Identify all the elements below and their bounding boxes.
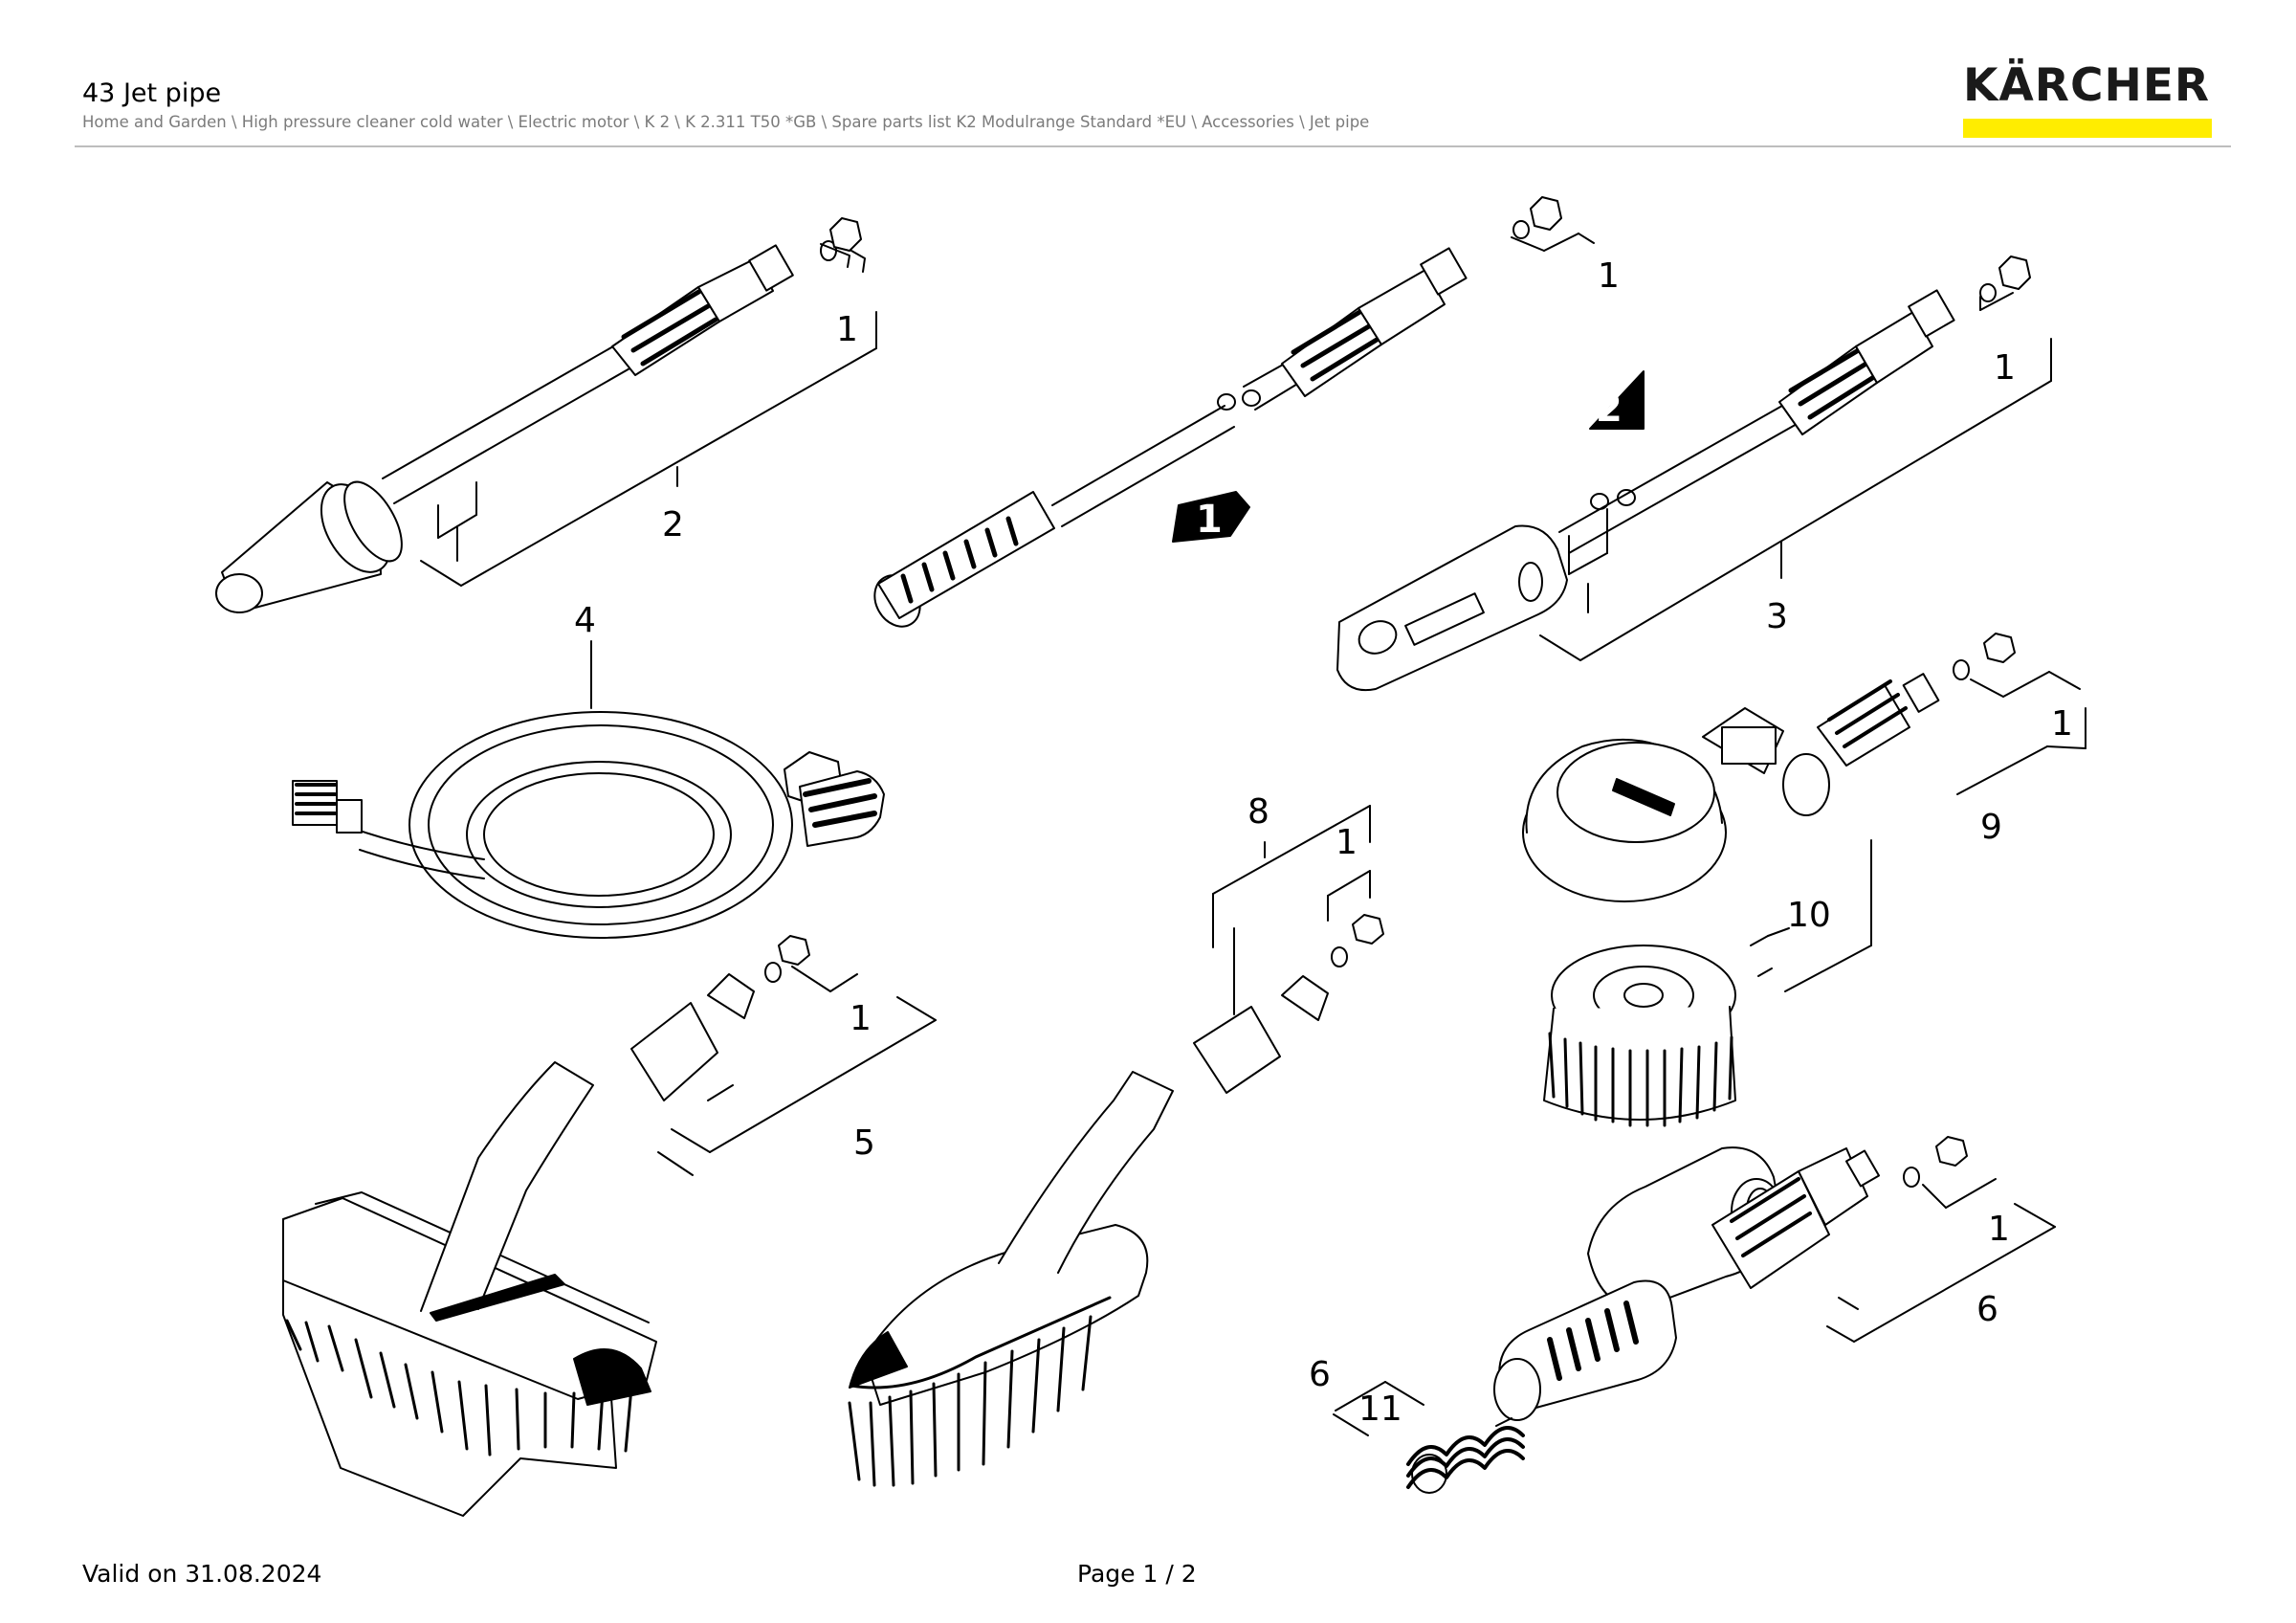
badge-2: 2: [1596, 387, 1623, 431]
callout-6-part6: 6: [1976, 1290, 1998, 1329]
logo-yellow-bar: [1963, 119, 2212, 138]
page-number: Page 1 / 2: [1077, 1560, 1197, 1588]
part-4-hose: [292, 640, 885, 939]
callout-1-part5: 1: [850, 999, 872, 1038]
callout-1-middle-pipe: 1: [1598, 256, 1620, 296]
part-2-rotary-nozzle-pipe: [215, 217, 877, 613]
callout-1-part2: 1: [836, 310, 858, 349]
callout-4: 4: [574, 601, 596, 640]
breadcrumb: Home and Garden \ High pressure cleaner …: [82, 113, 1370, 131]
callout-2: 2: [662, 505, 684, 545]
part-5-wash-brush: [282, 935, 937, 1517]
badge-1: 1: [1196, 498, 1223, 542]
callout-5: 5: [853, 1123, 875, 1163]
callout-11: 11: [1358, 1390, 1402, 1429]
header-divider: [75, 145, 2231, 147]
karcher-logo: KÄRCHER: [1963, 61, 2214, 138]
valid-date: Valid on 31.08.2024: [82, 1560, 322, 1588]
callout-1-part9: 1: [2051, 704, 2073, 744]
part-3-jet-pipe-handle: [1336, 256, 2052, 691]
callout-6-part11: 6: [1309, 1355, 1331, 1394]
callout-1-part3: 1: [1994, 348, 2016, 388]
callout-9: 9: [1980, 808, 2002, 847]
logo-text: KÄRCHER: [1963, 59, 2211, 112]
callout-3: 3: [1766, 597, 1788, 636]
part-9-rotating-brush: [1522, 633, 2086, 1127]
part-6-nozzle-assembly: [1333, 1136, 2056, 1494]
middle-jet-pipe: [873, 196, 1595, 628]
callout-10: 10: [1787, 896, 1831, 935]
callout-1-part8: 1: [1336, 823, 1358, 862]
part-8-oval-brush: [848, 805, 1384, 1487]
callout-8: 8: [1247, 792, 1269, 832]
page-title: 43 Jet pipe: [82, 78, 222, 108]
callout-1-part6: 1: [1988, 1210, 2010, 1249]
